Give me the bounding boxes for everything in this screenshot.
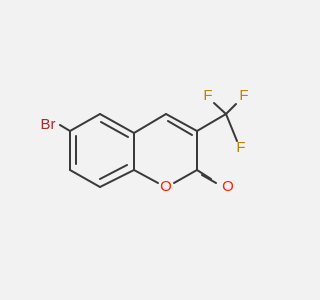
bond	[59, 124, 71, 132]
bond	[99, 164, 128, 180]
atom-label-bromine: Br	[41, 116, 56, 133]
bond	[225, 103, 237, 115]
atom-labels: Br F F F O O	[41, 87, 249, 195]
bond-lines	[59, 102, 238, 188]
bond	[165, 113, 198, 132]
atom-label-fluorine: F	[239, 87, 248, 104]
bond	[133, 169, 159, 184]
atom-label-ring-oxygen: O	[160, 178, 172, 195]
atom-label-fluorine: F	[236, 139, 245, 156]
bond	[196, 169, 212, 180]
bond	[213, 102, 227, 115]
atom-label-carbonyl-oxygen: O	[222, 178, 234, 195]
bond	[225, 113, 238, 142]
bond	[133, 113, 167, 134]
molecule-structure: Br F F F O O	[41, 87, 249, 195]
bond	[100, 121, 129, 138]
bond	[99, 169, 135, 188]
bond	[173, 169, 198, 184]
bond	[69, 169, 101, 188]
bond	[99, 113, 135, 134]
bond	[201, 174, 217, 184]
bond	[196, 113, 227, 132]
bond	[167, 120, 193, 136]
bond	[69, 113, 101, 132]
atom-label-fluorine: F	[203, 87, 212, 104]
